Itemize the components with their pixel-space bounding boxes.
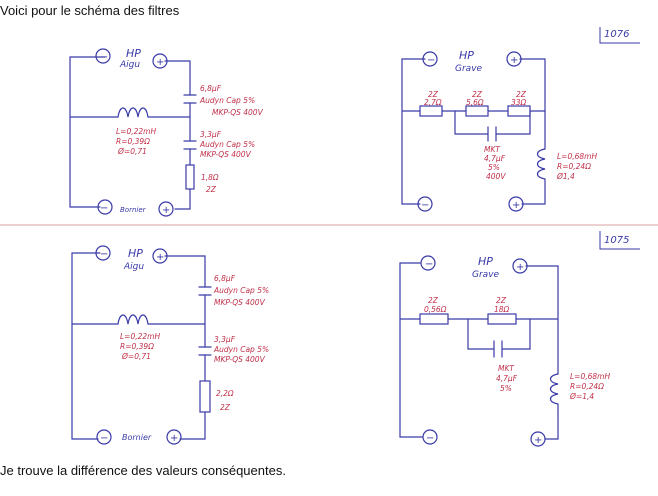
tr-r1-tol: 2Z (428, 90, 439, 99)
bl-bottom-minus: − (100, 433, 108, 444)
br-hp: HP (478, 255, 493, 268)
tr-cap-tol: 5% (488, 163, 500, 172)
tl-bottom-minus: − (100, 203, 108, 214)
tl-bornier: Bornier (120, 206, 147, 214)
bl-cap1-value: 6,8µF (214, 274, 236, 283)
tl-bottom-plus: + (162, 205, 170, 216)
tr-bottom-minus: − (421, 200, 429, 211)
br-coil-r: R=0,24Ω (570, 382, 604, 391)
tl-cap2-brand: Audyn Cap 5% (199, 140, 255, 149)
tl-plus: + (156, 57, 164, 68)
bl-cap1-brand: Audyn Cap 5% (213, 286, 269, 295)
tl-cap1-brand: Audyn Cap 5% (199, 96, 255, 105)
br-cap-tol: 5% (500, 384, 512, 393)
tl-cap2-type: MKP-QS 400V (200, 150, 252, 159)
br-r1-value: 0,56Ω (424, 305, 447, 314)
tr-bottom-plus: + (512, 200, 520, 211)
tl-hp: HP (126, 47, 141, 60)
tl-hp-sub: Aigu (119, 60, 140, 70)
bl-res-value: 2,2Ω (216, 389, 234, 398)
br-cap-type: MKT (498, 364, 515, 373)
tl-coil-d: Ø=0,71 (117, 147, 147, 156)
tr-minus: − (427, 55, 435, 66)
tr-cap-type: MKT (484, 145, 501, 154)
tr-plus: + (510, 55, 518, 66)
bl-cap2-value: 3,3µF (214, 335, 236, 344)
bl-minus: − (100, 249, 108, 260)
tl-coil-l: L=0,22mH (116, 127, 156, 136)
bl-cap2-type: MKP-QS 400V (214, 355, 266, 364)
filter-schematic-image: − + HP Aigu − + Bornier 1076 − + HP Grav… (0, 27, 658, 447)
bl-coil-l: L=0,22mH (120, 332, 160, 341)
tr-r3-tol: 2Z (516, 90, 527, 99)
tl-cap1-value: 6,8µF (200, 84, 222, 93)
tr-cap-volt: 400V (486, 172, 506, 181)
tr-r1-value: 2,7Ω (424, 98, 442, 107)
br-r2-tol: 2Z (496, 296, 507, 305)
tr-r2-tol: 2Z (472, 90, 483, 99)
bl-res-tol: 2Z (220, 403, 231, 412)
tr-coil-l: L=0,68mH (557, 152, 597, 161)
bl-cap1-type: MKP-QS 400V (214, 298, 266, 307)
br-bottom-minus: − (426, 433, 434, 444)
bl-cap2-brand: Audyn Cap 5% (213, 345, 269, 354)
schematic-woofer-1076 (401, 51, 546, 212)
schematic-tweeter-1076 (69, 48, 197, 217)
br-ref: 1075 (604, 235, 629, 246)
tl-coil-r: R=0,39Ω (116, 137, 150, 146)
bl-hp: HP (128, 247, 143, 260)
tl-minus: − (100, 52, 108, 63)
br-coil-d: Ø=1,4 (569, 392, 594, 401)
br-r2-value: 18Ω (494, 305, 510, 314)
tr-r3-value: 33Ω (511, 98, 527, 107)
post-intro-text: Voici pour le schéma des filtres (0, 3, 180, 18)
br-r1-tol: 2Z (428, 296, 439, 305)
tr-hp: HP (459, 49, 474, 62)
bl-bottom-plus: + (170, 433, 178, 444)
schematic-woofer-1075 (399, 255, 559, 447)
br-bottom-plus: + (534, 435, 542, 446)
tr-coil-d: Ø1,4 (556, 172, 575, 181)
bl-bornier: Bornier (122, 433, 152, 442)
tr-ref: 1076 (604, 29, 629, 40)
post-outro-text: Je trouve la différence des valeurs cons… (0, 463, 286, 478)
tl-cap1-type: MKP-QS 400V (212, 108, 264, 117)
bl-coil-d: Ø=0,71 (121, 352, 151, 361)
tr-cap-value: 4,7µF (484, 154, 506, 163)
br-hp-sub: Grave (472, 270, 500, 280)
br-minus: − (425, 259, 433, 270)
tl-cap2-value: 3,3µF (200, 130, 222, 139)
tr-hp-sub: Grave (455, 64, 483, 74)
br-cap-value: 4,7µF (496, 374, 518, 383)
bl-plus: + (156, 252, 164, 263)
schematic-tweeter-1075 (71, 245, 212, 445)
tr-coil-r: R=0,24Ω (557, 162, 591, 171)
br-coil-l: L=0,68mH (570, 372, 610, 381)
br-plus: + (516, 262, 524, 273)
bl-hp-sub: Aigu (123, 262, 144, 272)
tl-res-value: 1,8Ω (201, 173, 219, 182)
bl-coil-r: R=0,39Ω (120, 342, 154, 351)
tr-r2-value: 5,6Ω (466, 98, 484, 107)
tl-res-tol: 2Z (206, 185, 217, 194)
